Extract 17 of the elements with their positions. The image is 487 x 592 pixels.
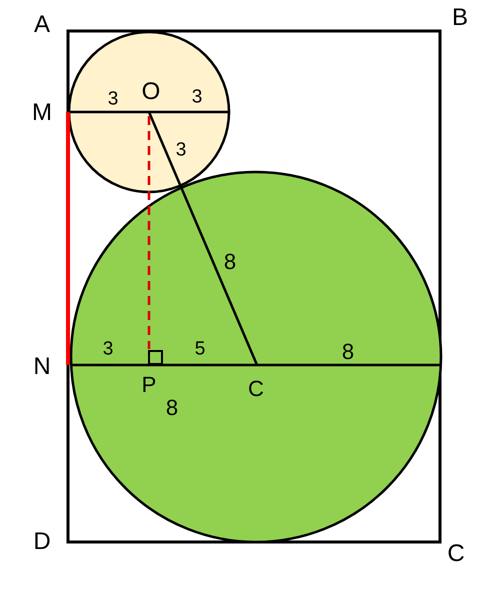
length-label: 8 xyxy=(342,341,354,363)
length-label: 5 xyxy=(194,340,206,358)
point-label: A xyxy=(34,13,50,37)
point-label: O xyxy=(142,80,160,104)
point-label: M xyxy=(32,101,52,125)
point-label: C xyxy=(447,542,465,566)
point-label: N xyxy=(33,355,51,379)
length-label: 3 xyxy=(176,140,186,160)
point-label: P xyxy=(142,374,156,396)
length-label: 8 xyxy=(166,397,178,419)
point-label: B xyxy=(452,6,468,30)
point-label: D xyxy=(33,530,51,554)
length-label: 3 xyxy=(192,88,202,106)
point-label: C xyxy=(248,378,264,400)
length-label: 3 xyxy=(102,340,114,358)
length-label: 8 xyxy=(224,251,236,273)
length-label: 3 xyxy=(108,90,118,108)
